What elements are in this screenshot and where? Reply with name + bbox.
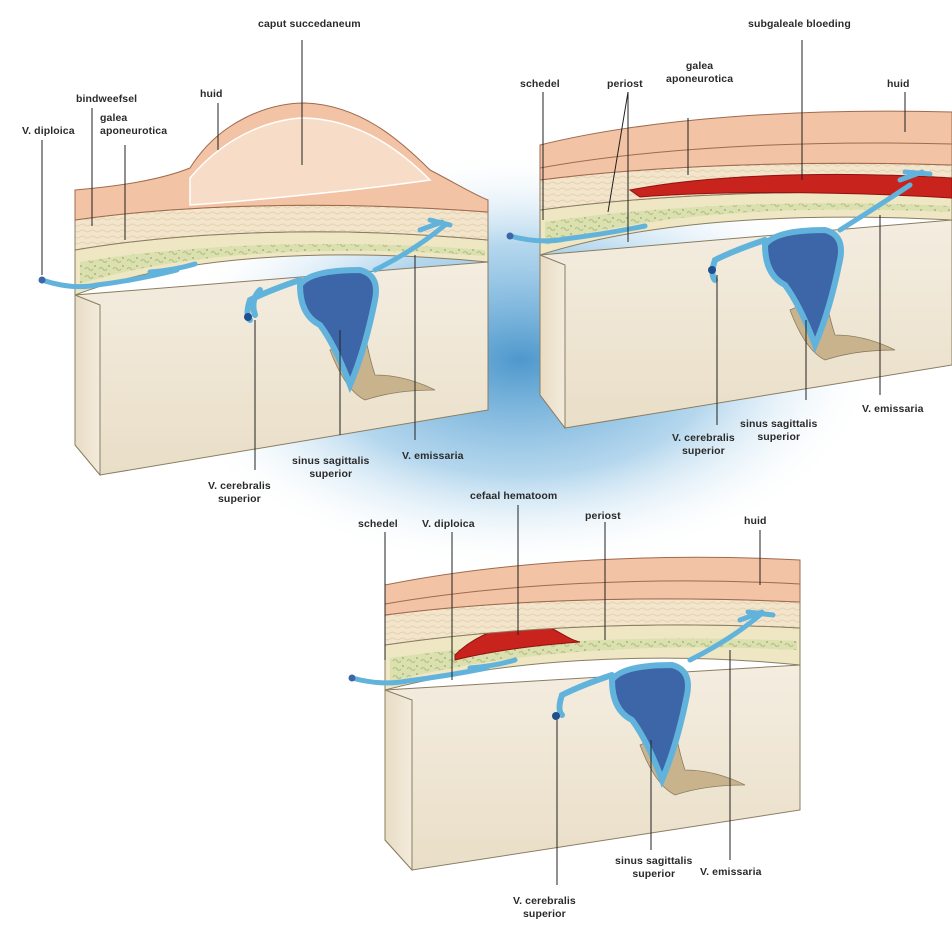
label-v-emissaria: V. emissaria (700, 866, 762, 879)
brain-block (385, 665, 800, 870)
label-huid: huid (744, 515, 767, 528)
label-sinus-sagittalis-superior: sinus sagittalis superior (292, 455, 369, 481)
label-galea-line2: aponeurotica (100, 125, 167, 138)
label-v-cerebralis-line2: superior (513, 908, 576, 921)
label-caput-succedaneum: caput succedaneum (258, 18, 361, 31)
label-sinus-sagittalis-superior: sinus sagittalis superior (740, 418, 817, 444)
label-schedel: schedel (358, 518, 398, 531)
label-v-cerebralis-superior: V. cerebralis superior (208, 480, 271, 506)
label-galea-line2: aponeurotica (666, 73, 733, 86)
label-subgaleale-bloeding: subgaleale bloeding (748, 18, 851, 31)
label-v-cerebralis-line2: superior (208, 493, 271, 506)
label-v-diploica: V. diploica (422, 518, 475, 531)
label-sinus-line2: superior (615, 868, 692, 881)
brain-block (540, 220, 952, 428)
label-sinus-line2: superior (740, 431, 817, 444)
label-periost: periost (585, 510, 621, 523)
label-periost: periost (607, 78, 643, 91)
label-sinus-line1: sinus sagittalis (615, 855, 692, 868)
label-galea-aponeurotica: galea aponeurotica (100, 112, 167, 138)
label-huid: huid (887, 78, 910, 91)
label-v-emissaria: V. emissaria (862, 403, 924, 416)
label-sinus-line1: sinus sagittalis (292, 455, 369, 468)
panel-cephalohematoma (349, 505, 801, 885)
label-v-cerebralis-line1: V. cerebralis (208, 480, 271, 493)
label-v-emissaria: V. emissaria (402, 450, 464, 463)
label-galea-line1: galea (666, 60, 733, 73)
label-sinus-line1: sinus sagittalis (740, 418, 817, 431)
label-v-cerebralis-superior: V. cerebralis superior (672, 432, 735, 458)
label-galea-aponeurotica: galea aponeurotica (666, 60, 733, 86)
label-v-diploica: V. diploica (22, 125, 75, 138)
label-v-cerebralis-superior: V. cerebralis superior (513, 895, 576, 921)
label-v-cerebralis-line1: V. cerebralis (513, 895, 576, 908)
label-galea-line1: galea (100, 112, 167, 125)
label-cefaal-hematoom: cefaal hematoom (470, 490, 557, 503)
label-huid: huid (200, 88, 223, 101)
label-sinus-sagittalis-superior: sinus sagittalis superior (615, 855, 692, 881)
label-sinus-line2: superior (292, 468, 369, 481)
label-v-cerebralis-line2: superior (672, 445, 735, 458)
label-schedel: schedel (520, 78, 560, 91)
label-bindweefsel: bindweefsel (76, 93, 137, 106)
label-v-cerebralis-line1: V. cerebralis (672, 432, 735, 445)
